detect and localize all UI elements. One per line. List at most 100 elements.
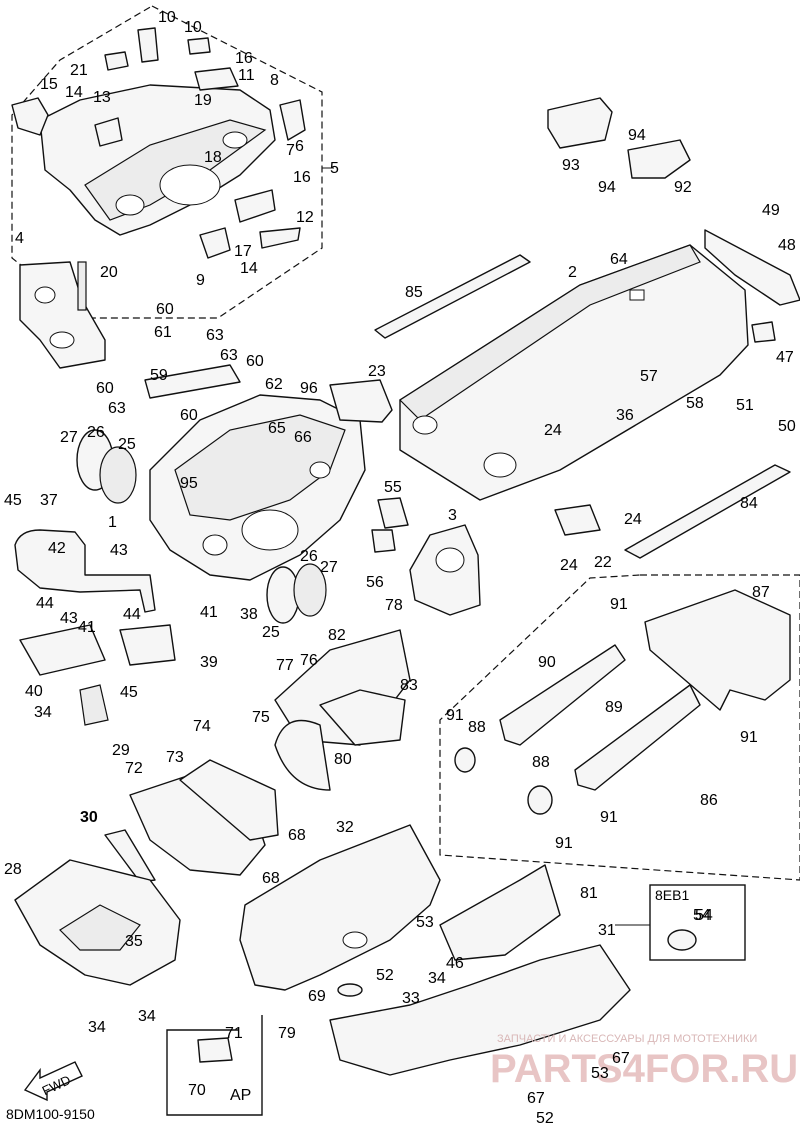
callout-79: 79 xyxy=(278,1025,296,1042)
strip-part-84 xyxy=(624,464,791,559)
callout-14-2: 14 xyxy=(240,260,258,277)
footrest-part-92 xyxy=(627,139,691,179)
callout-67: 67 xyxy=(612,1050,630,1067)
bracket-part-3 xyxy=(409,524,481,616)
callout-94: 94 xyxy=(628,127,646,144)
callout-60-2: 60 xyxy=(246,353,264,370)
callout-69: 69 xyxy=(308,988,326,1005)
callout-34-4: 34 xyxy=(138,1008,156,1025)
callout-67-2: 67 xyxy=(527,1090,545,1107)
main-frame-part-1 xyxy=(144,364,366,581)
callout-63: 63 xyxy=(206,327,224,344)
callout-31: 31 xyxy=(598,922,616,939)
callout-62: 62 xyxy=(265,376,283,393)
callout-63-3: 63 xyxy=(108,400,126,417)
callout-59: 59 xyxy=(150,367,168,384)
callout-10-2: 10 xyxy=(184,19,202,36)
callout-52: 52 xyxy=(376,967,394,984)
ap-box: 71 70 AP xyxy=(166,1015,263,1116)
callout-95: 95 xyxy=(180,475,198,492)
group-86-parts xyxy=(454,589,791,815)
bracket-part-22 xyxy=(554,504,601,536)
callout-91-4: 91 xyxy=(600,809,618,826)
callout-26: 26 xyxy=(87,424,105,441)
fwd-arrow: FWD xyxy=(23,1061,83,1102)
callout-82: 82 xyxy=(328,627,346,644)
callout-89: 89 xyxy=(605,699,623,716)
callout-42: 42 xyxy=(48,540,66,557)
callout-60-4: 60 xyxy=(180,407,198,424)
callout-80: 80 xyxy=(334,751,352,768)
callout-16: 16 xyxy=(235,50,253,67)
bracket-part-4 xyxy=(19,261,106,369)
ap-box-label: AP xyxy=(230,1087,251,1104)
callout-8: 8 xyxy=(270,72,279,89)
callout-34: 34 xyxy=(34,704,52,721)
callout-87: 87 xyxy=(752,584,770,601)
callout-18: 18 xyxy=(204,149,222,166)
callout-35: 35 xyxy=(125,933,143,950)
callout-29: 29 xyxy=(112,742,130,759)
callout-40: 40 xyxy=(25,683,43,700)
group-5-outline xyxy=(11,5,323,319)
callout-91-3: 91 xyxy=(740,729,758,746)
callout-84: 84 xyxy=(740,495,758,512)
callout-50: 50 xyxy=(778,418,796,435)
callout-86: 86 xyxy=(700,792,718,809)
callout-63-2: 63 xyxy=(220,347,238,364)
callout-68: 68 xyxy=(288,827,306,844)
callout-68-2: 68 xyxy=(262,870,280,887)
callout-60: 60 xyxy=(156,301,174,318)
callout-51: 51 xyxy=(736,397,754,414)
callout-1: 1 xyxy=(108,514,117,531)
callout-44: 44 xyxy=(36,595,54,612)
grille-part-30 xyxy=(104,829,156,883)
callout-93: 93 xyxy=(562,157,580,174)
callout-43: 43 xyxy=(110,542,128,559)
callout-36: 36 xyxy=(616,407,634,424)
ap-box-part-71: 71 xyxy=(225,1025,243,1042)
callout-21: 21 xyxy=(70,62,88,79)
group-86-outline xyxy=(439,574,800,881)
footrest-part-93 xyxy=(547,97,613,149)
callout-11: 11 xyxy=(238,67,255,84)
callout-72: 72 xyxy=(125,760,143,777)
callout-41: 41 xyxy=(200,604,218,621)
callout-53: 53 xyxy=(416,914,434,931)
callout-49: 49 xyxy=(762,202,780,219)
variant-box-8eb1: 8EB1 54 xyxy=(615,884,746,961)
callout-24: 24 xyxy=(544,422,562,439)
callout-6: 6 xyxy=(295,138,304,155)
callout-65: 65 xyxy=(268,420,286,437)
callout-9: 9 xyxy=(196,272,205,289)
boots-25-26 xyxy=(76,429,327,624)
callout-25-2: 25 xyxy=(262,624,280,641)
callout-64: 64 xyxy=(610,251,628,268)
panel-parts-72-83 xyxy=(129,629,411,876)
callout-30: 30 xyxy=(80,809,98,826)
plate-part-47 xyxy=(751,321,776,343)
callout-43-2: 43 xyxy=(60,610,78,627)
callout-85: 85 xyxy=(405,284,423,301)
callout-28: 28 xyxy=(4,861,22,878)
callout-60-3: 60 xyxy=(96,380,114,397)
bracket-part-56 xyxy=(371,529,396,553)
callout-7: 7 xyxy=(286,142,295,159)
callout-24-2: 24 xyxy=(624,511,642,528)
tunnel-part-2 xyxy=(399,244,749,501)
skid-plate-part-32 xyxy=(239,824,441,997)
strip-part-85 xyxy=(374,254,531,339)
watermark-brand: PARTS4FOR.RU xyxy=(490,1047,798,1091)
belly-pan-part-28 xyxy=(14,859,181,986)
callout-16-2: 16 xyxy=(293,169,311,186)
callout-55: 55 xyxy=(384,479,402,496)
variant-box-title: 8EB1 xyxy=(655,887,689,903)
callout-66: 66 xyxy=(294,429,312,446)
callout-75: 75 xyxy=(252,709,270,726)
callout-94-2: 94 xyxy=(598,179,616,196)
callout-58: 58 xyxy=(686,395,704,412)
callout-34-3: 34 xyxy=(88,1019,106,1036)
callout-3: 3 xyxy=(448,507,457,524)
parts-39-40 xyxy=(19,624,176,726)
